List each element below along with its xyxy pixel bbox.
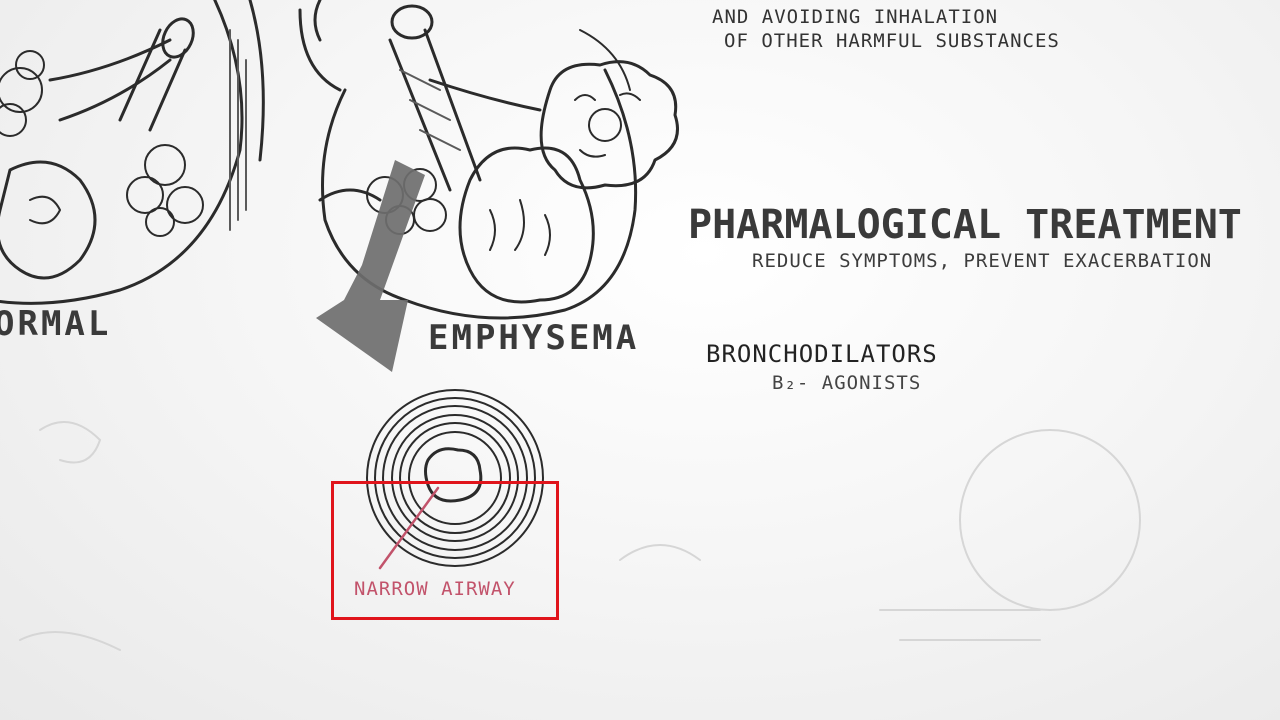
- top-note-line-1: AND AVOIDING INHALATION: [712, 6, 999, 28]
- airway-cross-section: [366, 389, 544, 570]
- normal-label: ORMAL: [0, 304, 112, 344]
- ghost-sketches: [19, 421, 1141, 651]
- emphysema-lung-drawing: [298, 0, 679, 320]
- treatment-subheading: REDUCE SYMPTOMS, PREVENT EXACERBATION: [752, 250, 1213, 272]
- normal-lung-drawing: [0, 0, 265, 305]
- highlight-box: [331, 481, 559, 620]
- top-note-line-2: OF OTHER HARMFUL SUBSTANCES: [724, 30, 1060, 52]
- bronchodilators-label: BRONCHODILATORS: [706, 340, 938, 368]
- narrow-airway-label: NARROW AIRWAY: [354, 578, 516, 600]
- zoom-arrow: [316, 160, 425, 372]
- b2-agonists-label: B₂- AGONISTS: [772, 372, 922, 394]
- emphysema-label: EMPHYSEMA: [428, 318, 640, 358]
- treatment-heading: PHARMALOGICAL TREATMENT: [688, 202, 1242, 248]
